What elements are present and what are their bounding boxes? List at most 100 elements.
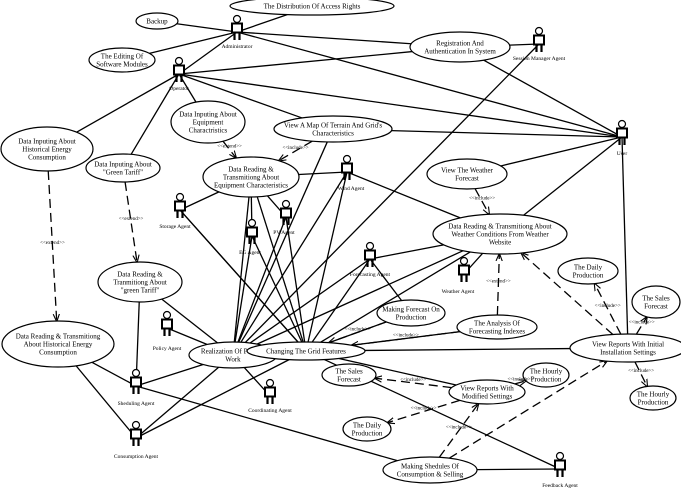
use-case-label: Data Reading &: [228, 166, 274, 174]
use-case-label: Transmitiong About: [223, 174, 279, 182]
use-case-label: "green Tariff": [121, 287, 160, 295]
use-case-green-tariff: Data Inputing About"Green Tariff": [85, 153, 161, 183]
use-case-label: Data Inputing About: [179, 111, 237, 119]
dependency-line: [514, 381, 526, 384]
association-line: [338, 357, 457, 386]
actor-label: User: [617, 151, 628, 157]
person-icon: [364, 241, 376, 267]
dependency-line: [635, 317, 647, 335]
association-line: [166, 327, 208, 346]
dependency-line: [438, 404, 478, 458]
association-line: [523, 136, 623, 216]
include-label: <<include>>: [469, 196, 495, 201]
use-case-label: Website: [489, 239, 511, 247]
actor-label: Administrator: [222, 44, 253, 50]
person-icon: [246, 218, 258, 244]
association-line: [320, 251, 471, 343]
actor-label: Feedback Agent: [542, 483, 578, 489]
association-line: [130, 73, 180, 155]
association-line: [238, 141, 328, 343]
actor-policy: Policy Agent: [153, 310, 182, 352]
dependencies: [47, 140, 647, 459]
association-line: [256, 196, 304, 343]
association-line: [251, 235, 303, 343]
use-case-label: The Daily: [353, 422, 382, 430]
association-line: [135, 363, 204, 387]
use-case-label: Modified Settings: [462, 393, 513, 401]
use-case-label: Data Reading &: [117, 271, 163, 279]
include-label: <<include>>: [507, 377, 533, 382]
person-icon: [458, 256, 470, 282]
dependency-line: [47, 170, 56, 321]
use-case-distribution: The Distribution Of Access Rights: [229, 0, 395, 16]
association-line: [178, 50, 413, 75]
dependency-line: [375, 378, 452, 389]
actor-coordinating: Coordinating Agent: [248, 378, 292, 414]
include-label: <<include>>: [393, 333, 419, 338]
association-line: [285, 216, 306, 343]
use-case-label: Production: [352, 430, 383, 438]
use-case-backup: Backup: [135, 12, 179, 30]
actor-label: Session Manager Agent: [513, 56, 566, 62]
association-line: [135, 359, 290, 439]
association-line: [179, 191, 220, 211]
association-line: [621, 136, 629, 335]
use-case-label: View A Map Of Terrain And Grid's: [284, 122, 382, 130]
use-case-label: Weather Conditions From Weather: [451, 231, 549, 239]
use-case-label: Data Inputing About: [94, 161, 152, 169]
actor-operator: Operator: [169, 56, 189, 92]
use-case-view-map: View A Map Of Terrain And Grid'sCharacte…: [273, 115, 393, 143]
include-label: <<include>>: [628, 369, 654, 374]
use-case-label: Software Modules: [96, 61, 148, 69]
actor-label: Wind Agent: [338, 186, 365, 192]
actor-label: EG Agent: [239, 250, 261, 256]
association-line: [311, 258, 371, 343]
use-case-label: Equipment: [193, 119, 224, 127]
use-case-label: Data Reading & Transmitiong About: [448, 223, 552, 231]
association-line: [369, 244, 444, 260]
association-line: [179, 209, 299, 343]
use-case-label: Consumption: [28, 154, 66, 162]
use-case-label: The Editing Of: [101, 53, 144, 61]
use-case-label: View Reports With Initial: [592, 341, 664, 349]
association-line: [240, 171, 348, 343]
dependency-line: [474, 188, 489, 215]
association-line: [500, 136, 623, 167]
use-case-label: Forecast: [455, 175, 479, 183]
use-case-label: Tranmitiong About: [113, 279, 167, 287]
association-line: [346, 171, 461, 219]
actor-administrator: Administrator: [222, 14, 253, 50]
use-case-reading-equip: Data Reading &Transmitiong AboutEquipmen…: [202, 156, 300, 198]
use-case-data-equip: Data Inputing AboutEquipmentCharactristi…: [170, 100, 246, 144]
association-line: [298, 171, 348, 176]
actor-pv: PV Agent: [273, 199, 295, 236]
include-label: <<include>>: [411, 407, 437, 412]
associations: [75, 13, 629, 471]
use-case-reading-green: Data Reading &Tranmitiong About"green Ta…: [97, 261, 183, 303]
actor-label: Storage Agent: [159, 224, 191, 230]
person-icon: [616, 119, 628, 145]
use-case-label: View Reports With: [460, 385, 514, 393]
actor-label: Coordinating Agent: [248, 408, 292, 414]
use-case-label: Backup: [146, 18, 168, 26]
dependency-line: [352, 330, 461, 346]
person-icon: [174, 192, 186, 218]
use-case-label: The Daily: [574, 264, 603, 272]
use-case-label: Authentication In System: [424, 48, 496, 56]
actor-forecasting: Forecasting Agent: [350, 241, 391, 278]
use-case-label: Equipment Characteristics: [214, 182, 288, 190]
use-case-label: The Hourly: [637, 391, 670, 399]
actor-label: Weather Agent: [442, 289, 475, 295]
